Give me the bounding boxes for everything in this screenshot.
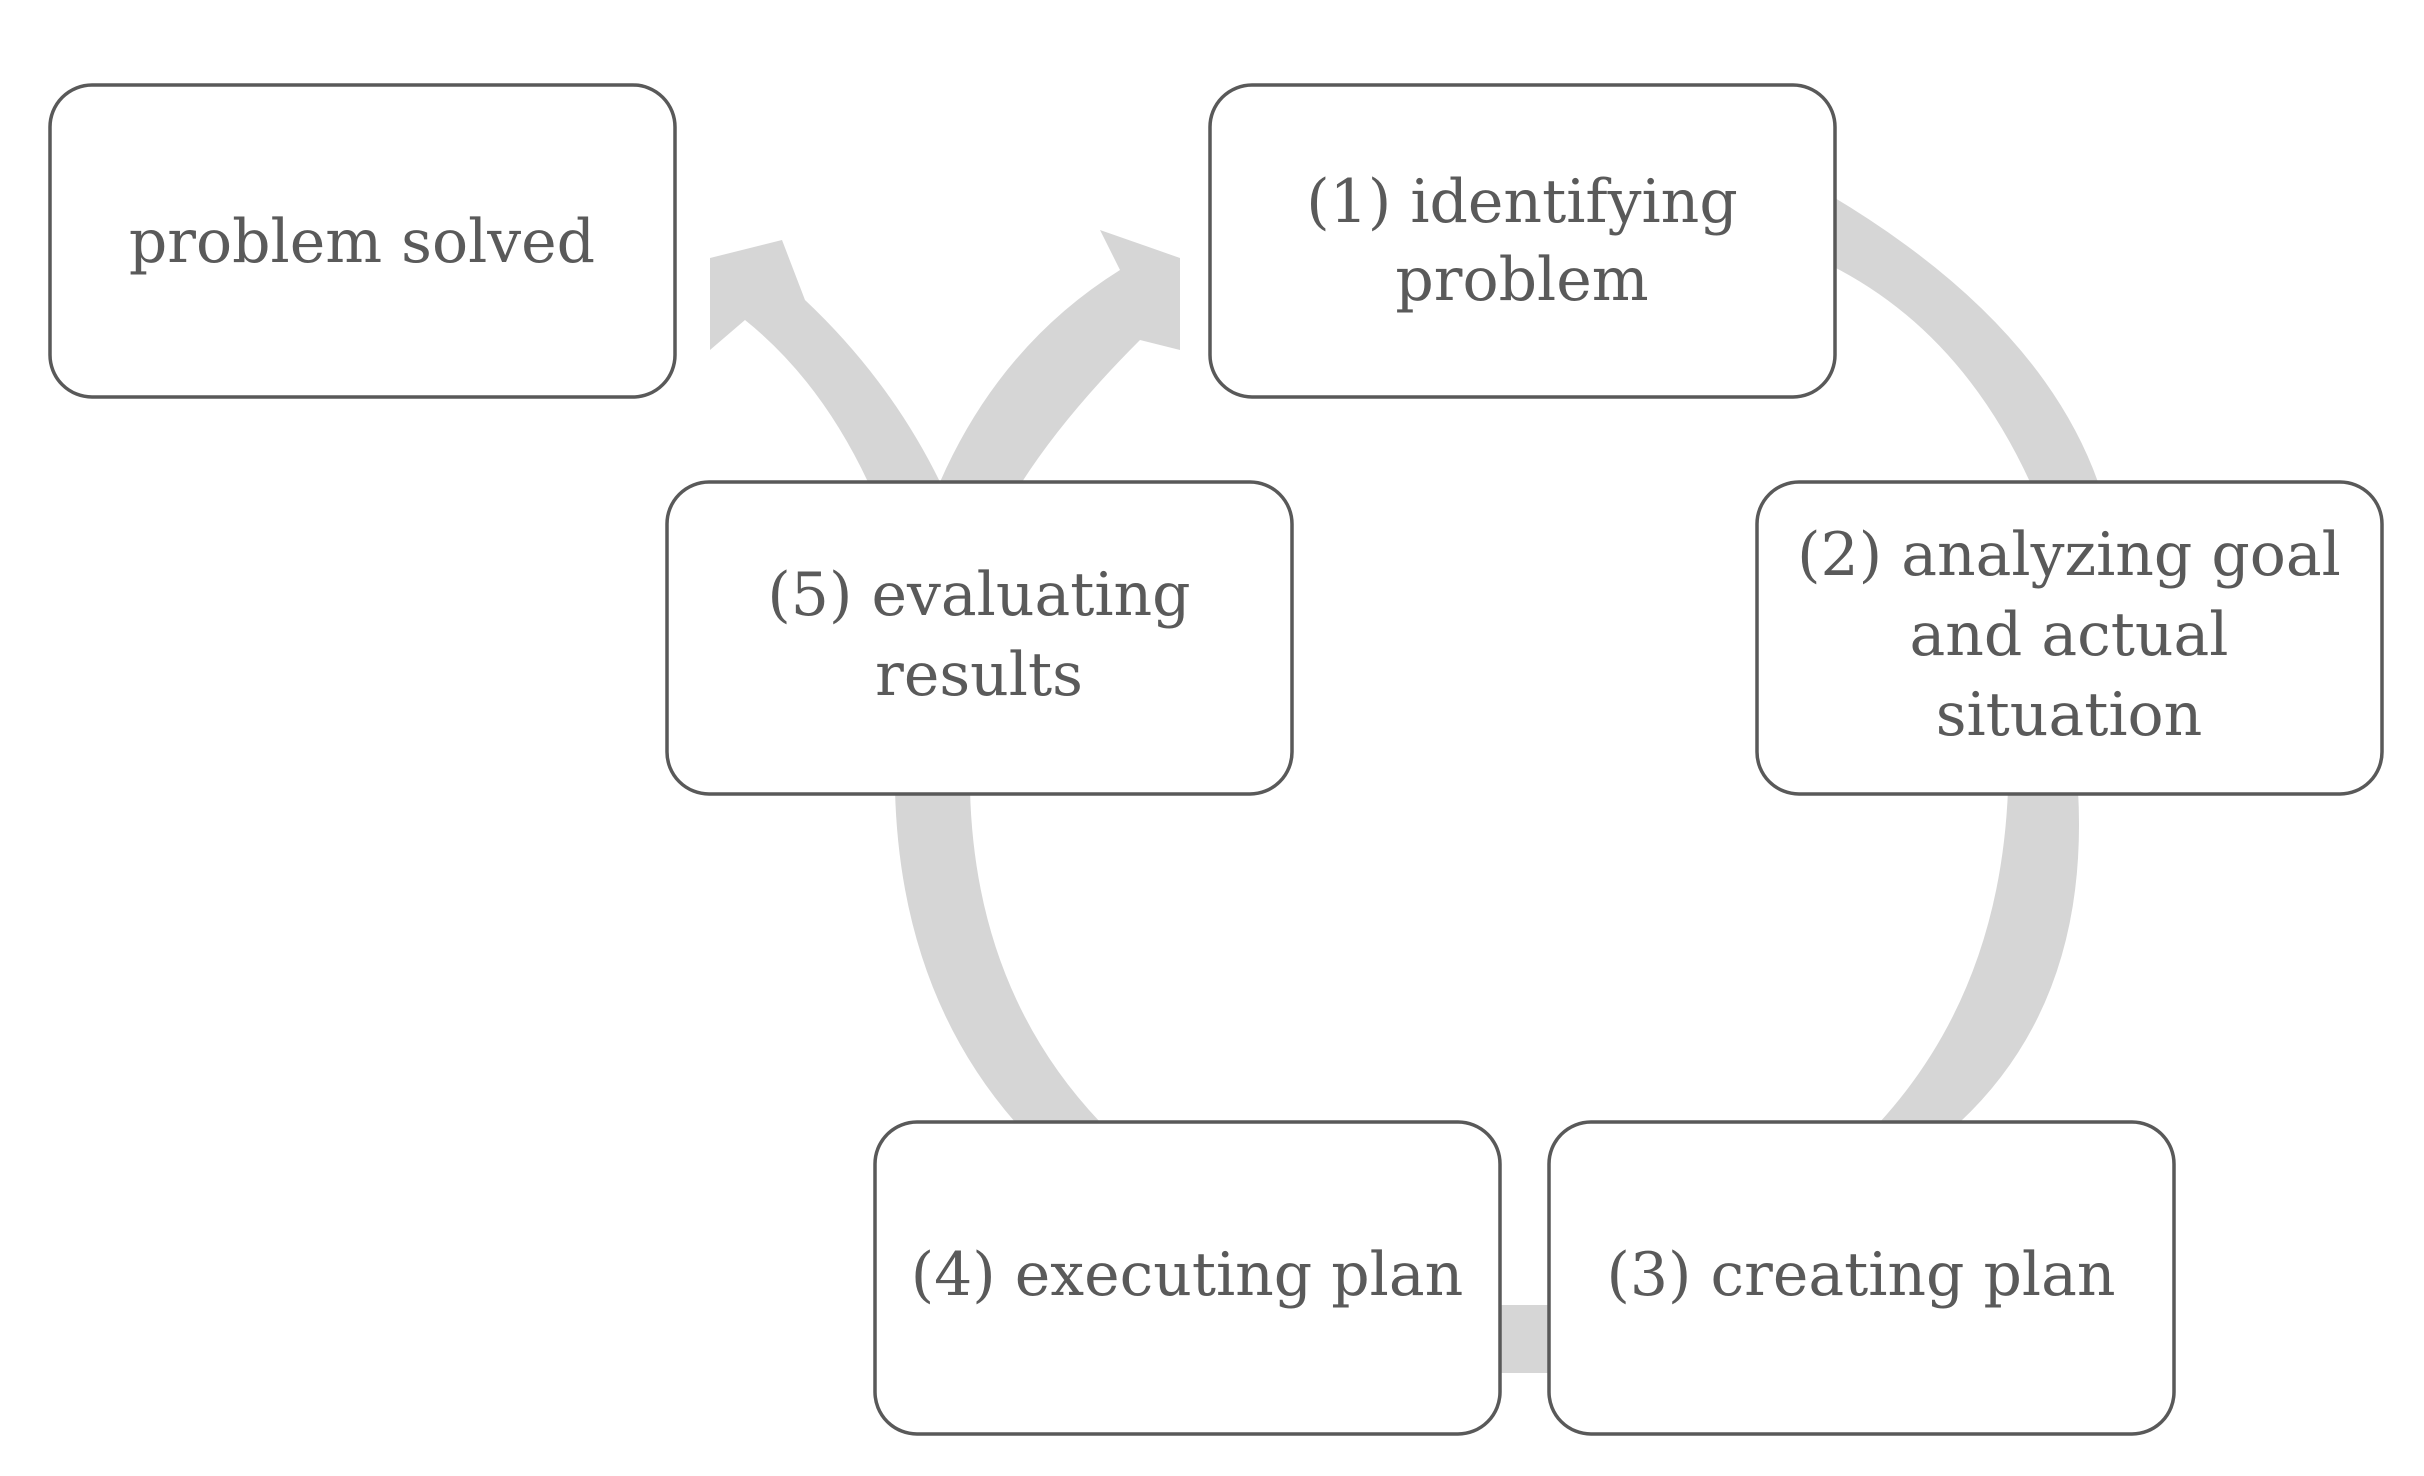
node-executing-plan-label: (4) executing plan (911, 1240, 1464, 1310)
node-identifying-problem-box (1208, 83, 1837, 399)
node-analyzing-goal-label-line3: situation (1936, 680, 2203, 750)
node-problem-solved: problem solved (48, 83, 677, 399)
node-evaluating-results-box (665, 480, 1294, 796)
node-problem-solved-label: problem solved (129, 207, 595, 277)
arrow-identifying-to-analyzing (1830, 195, 2098, 482)
node-creating-plan-box (1547, 1120, 2176, 1436)
node-executing-plan-box (873, 1120, 1502, 1436)
arrow-analyzing-to-creating (1880, 790, 2080, 1122)
node-identifying-problem-label-line2: problem (1395, 245, 1648, 315)
node-analyzing-goal: (2) analyzing goal and actual situation (1755, 480, 2384, 796)
node-problem-solved-box (48, 83, 677, 399)
node-evaluating-results-label-line1: (5) evaluating (767, 560, 1190, 630)
node-identifying-problem: (1) identifying problem (1208, 83, 1837, 399)
node-creating-plan: (3) creating plan (1547, 1120, 2176, 1436)
node-evaluating-results: (5) evaluating results (665, 480, 1294, 796)
arrow-evaluating-to-identifying (940, 230, 1180, 482)
node-identifying-problem-label-line1: (1) identifying (1306, 167, 1737, 237)
node-creating-plan-label: (3) creating plan (1606, 1240, 2115, 1310)
node-analyzing-goal-label-line2: and actual (1910, 600, 2229, 670)
cycle-arrows (710, 195, 2098, 1373)
node-executing-plan: (4) executing plan (873, 1120, 1502, 1436)
arrow-executing-to-evaluating (895, 790, 1100, 1122)
node-analyzing-goal-label-line1: (2) analyzing goal (1797, 520, 2341, 590)
node-evaluating-results-label-line2: results (875, 640, 1083, 710)
node-analyzing-goal-box (1755, 480, 2384, 796)
arrow-evaluating-to-solved (710, 240, 940, 482)
